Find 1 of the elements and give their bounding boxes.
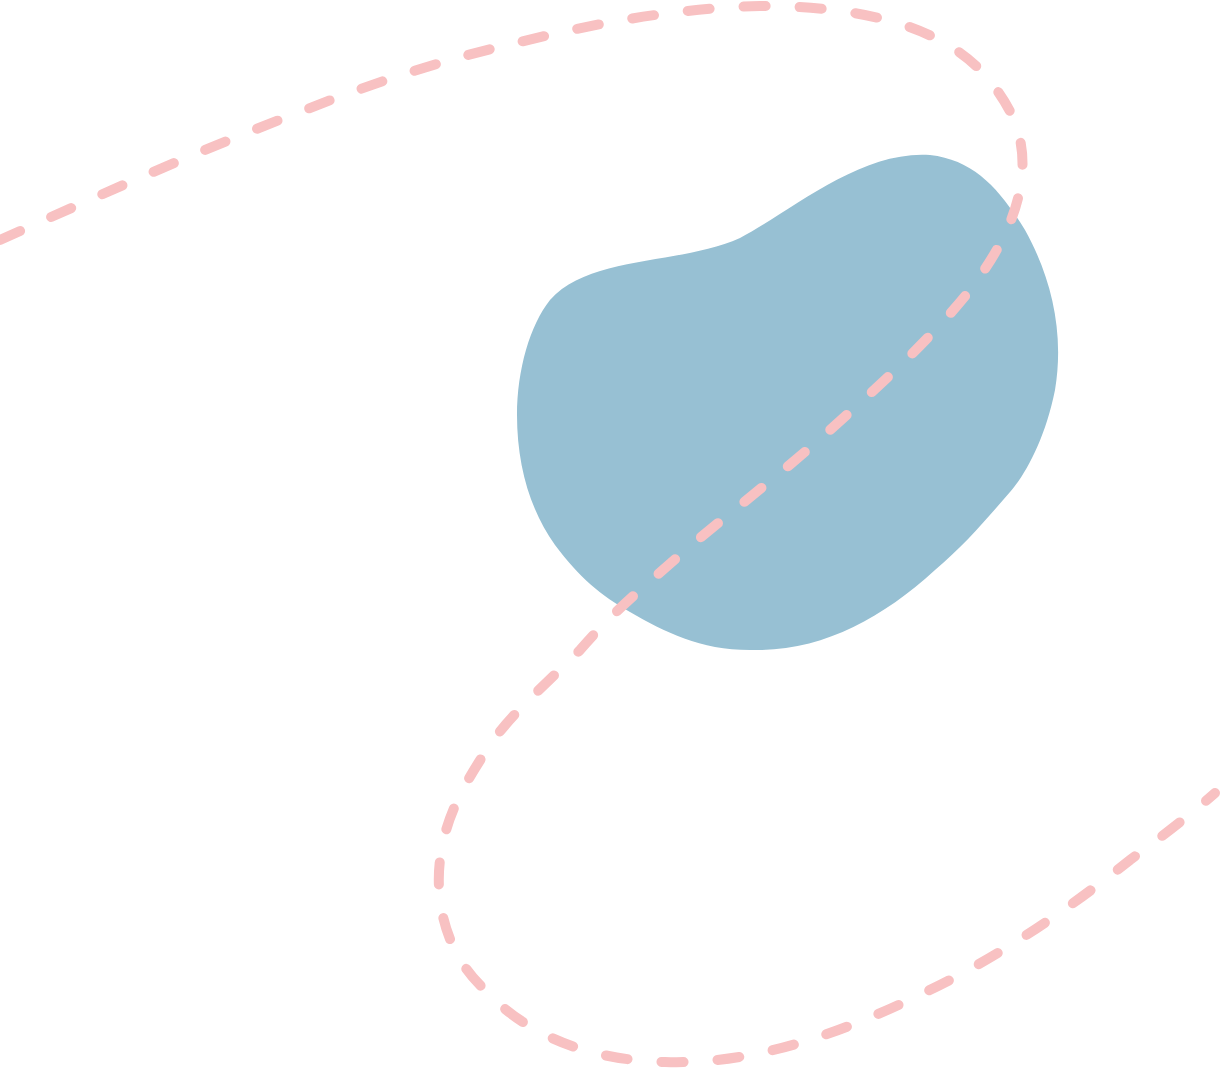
blob-shape [517,155,1059,650]
